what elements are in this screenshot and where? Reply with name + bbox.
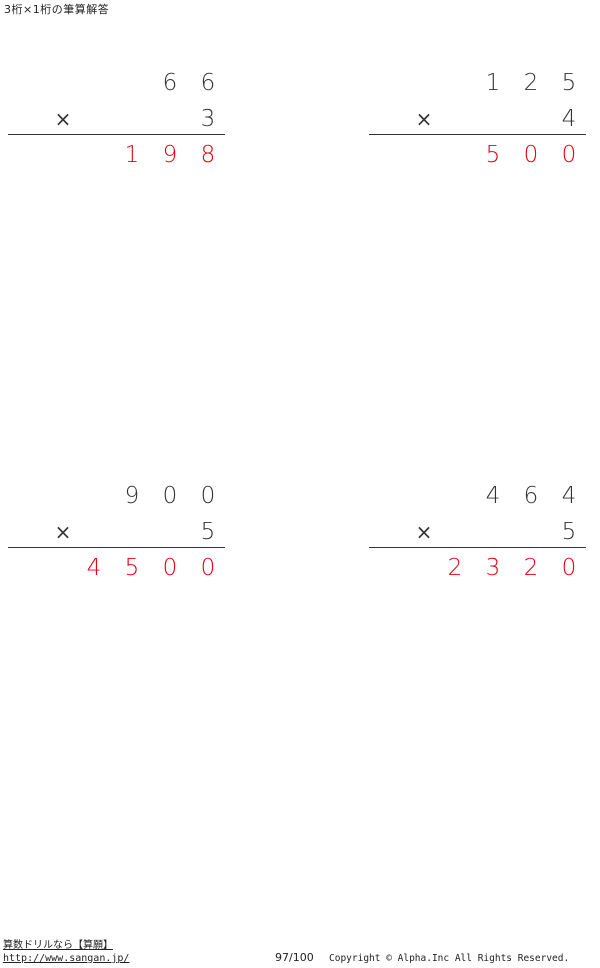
answer-digit: 8 xyxy=(200,142,216,168)
problem-2: 1 2 5 × 4 5 0 0 xyxy=(369,70,589,170)
page-title: 3桁×1桁の筆算解答 xyxy=(4,3,110,16)
sum-line xyxy=(8,547,225,548)
site-url-link[interactable]: http://www.sangan.jp/ xyxy=(3,953,130,964)
answer-digit: 3 xyxy=(485,555,501,581)
multiplicand-digit: 2 xyxy=(523,70,539,96)
brand-link[interactable]: 算数ドリルなら【算願】 xyxy=(3,940,113,951)
times-sign: × xyxy=(54,107,72,131)
answer-digit: 0 xyxy=(162,555,178,581)
multiplier-digit: 3 xyxy=(200,106,216,132)
problem-1: 6 6 × 3 1 9 8 xyxy=(8,70,228,170)
answer-digit: 4 xyxy=(86,555,102,581)
times-sign: × xyxy=(54,520,72,544)
multiplicand-digit: 4 xyxy=(485,483,501,509)
multiplier-digit: 5 xyxy=(561,519,577,545)
multiplier-digit: 4 xyxy=(561,106,577,132)
sum-line xyxy=(369,547,586,548)
multiplicand-digit: 1 xyxy=(485,70,501,96)
problem-3: 9 0 0 × 5 4 5 0 0 xyxy=(8,483,228,583)
sum-line xyxy=(8,134,225,135)
multiplicand-digit: 6 xyxy=(162,70,178,96)
answer-digit: 0 xyxy=(200,555,216,581)
multiplicand-digit: 6 xyxy=(523,483,539,509)
multiplicand-digit: 6 xyxy=(200,70,216,96)
page-number: 97/100 xyxy=(275,951,314,964)
multiplier-digit: 5 xyxy=(200,519,216,545)
multiplicand-digit: 5 xyxy=(561,70,577,96)
multiplicand-digit: 0 xyxy=(200,483,216,509)
footer-links: 算数ドリルなら【算願】 http://www.sangan.jp/ xyxy=(3,939,129,965)
answer-digit: 9 xyxy=(162,142,178,168)
answer-digit: 5 xyxy=(124,555,140,581)
copyright-text: Copyright © Alpha.Inc All Rights Reserve… xyxy=(329,953,570,964)
answer-digit: 1 xyxy=(124,142,140,168)
times-sign: × xyxy=(415,107,433,131)
answer-digit: 5 xyxy=(485,142,501,168)
multiplicand-digit: 0 xyxy=(162,483,178,509)
sum-line xyxy=(369,134,586,135)
answer-digit: 2 xyxy=(447,555,463,581)
answer-digit: 0 xyxy=(561,555,577,581)
answer-digit: 0 xyxy=(561,142,577,168)
multiplicand-digit: 4 xyxy=(561,483,577,509)
multiplicand-digit: 9 xyxy=(124,483,140,509)
answer-digit: 0 xyxy=(523,142,539,168)
problem-4: 4 6 4 × 5 2 3 2 0 xyxy=(369,483,589,583)
times-sign: × xyxy=(415,520,433,544)
answer-digit: 2 xyxy=(523,555,539,581)
